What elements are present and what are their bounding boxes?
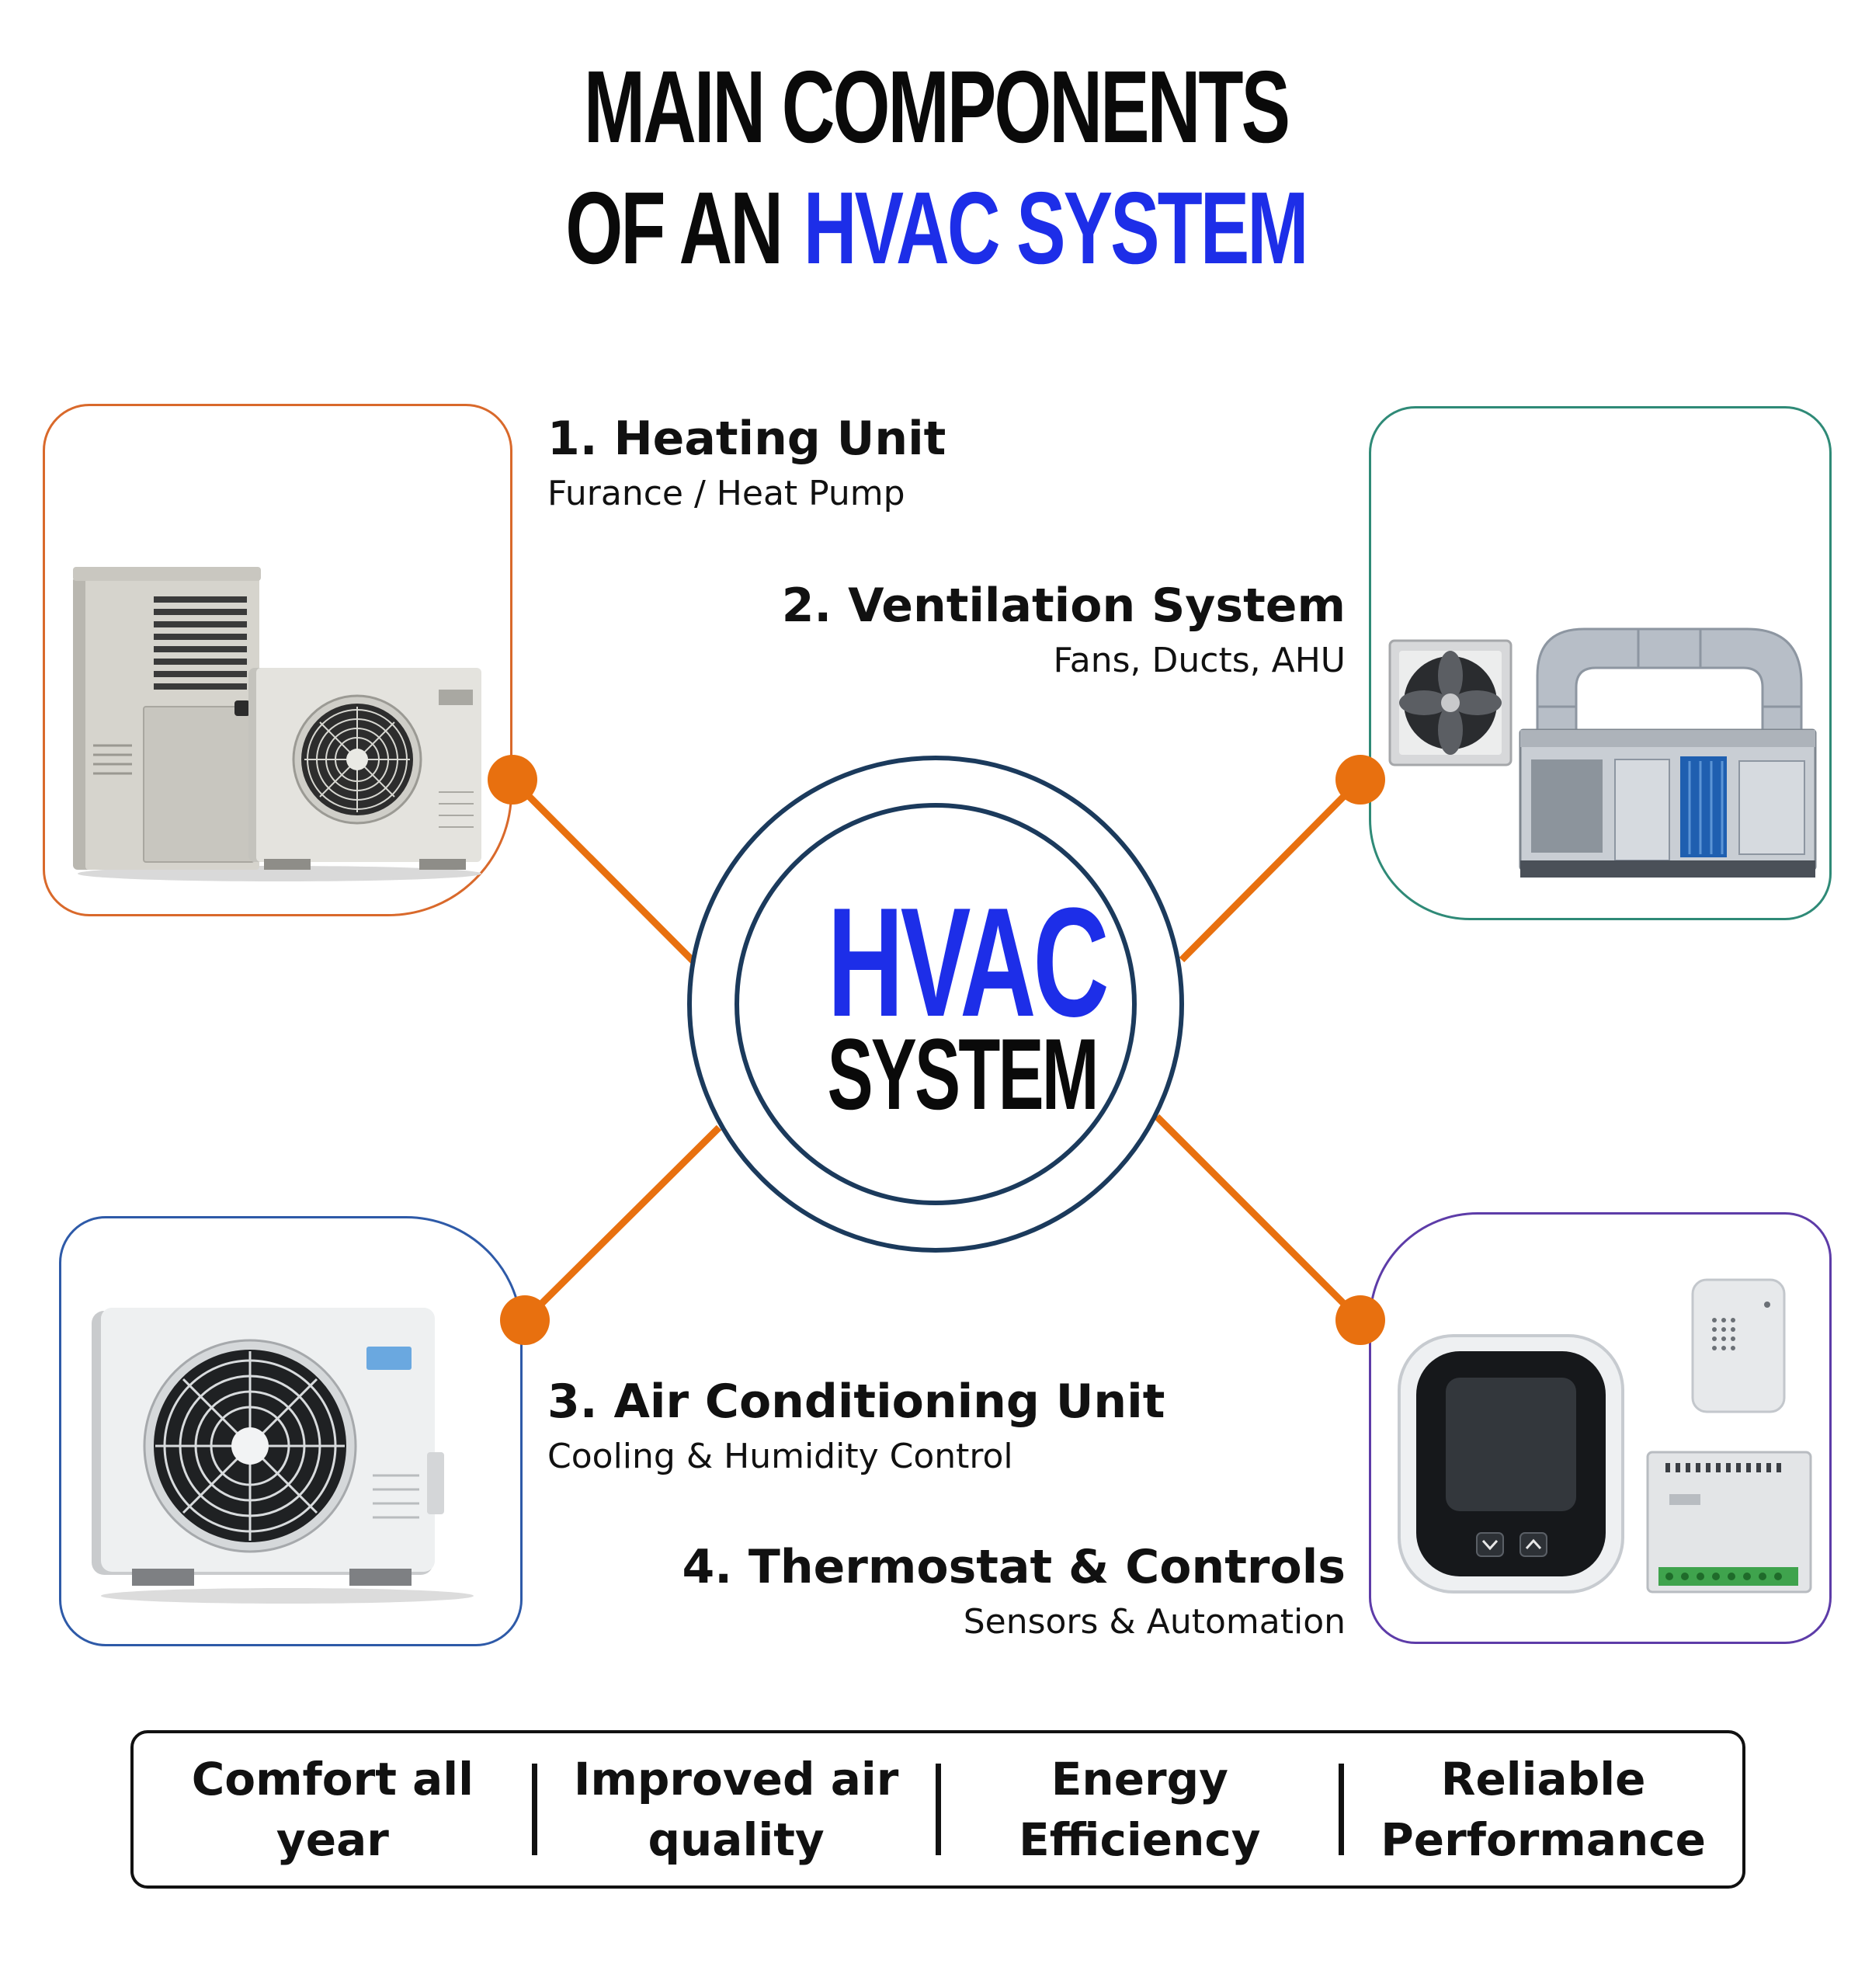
benefit-item: Reliable Performance [1381, 1753, 1706, 1866]
connector-dot-ac [500, 1295, 550, 1345]
thermostat-controls-title: 4. Thermostat & Controls [682, 1540, 1346, 1594]
furnace-heat-pump-icon [73, 567, 481, 881]
benefit-item: Energy Efficiency [1019, 1753, 1261, 1866]
air-conditioner-icon [92, 1308, 474, 1604]
title-prefix: OF AN [565, 171, 783, 285]
thermostat-controls-label: 4. Thermostat & Controls Sensors & Autom… [682, 1540, 1346, 1642]
ventilation-system-title: 2. Ventilation System [781, 579, 1346, 633]
connector-ac [522, 1124, 722, 1323]
heating-unit-title: 1. Heating Unit [547, 412, 946, 466]
benefits-bar: Comfort all year Improved air quality En… [130, 1730, 1745, 1889]
benefit-item: Improved air quality [573, 1753, 899, 1866]
heating-unit-label: 1. Heating Unit Furance / Heat Pump [547, 412, 946, 513]
connector-dot-heating [488, 755, 537, 805]
thermostat-controller-icon [1398, 1278, 1812, 1594]
benefit-divider [531, 1764, 537, 1855]
fan-duct-ahu-icon [1388, 627, 1817, 878]
connector-ventilation [1179, 777, 1363, 963]
benefit-divider [1339, 1764, 1345, 1855]
connector-thermostat [1154, 1114, 1363, 1323]
ventilation-system-label: 2. Ventilation System Fans, Ducts, AHU [782, 579, 1346, 680]
benefit-item: Comfort all year [191, 1753, 474, 1866]
thermostat-controls-subtitle: Sensors & Automation [963, 1602, 1346, 1642]
air-conditioning-subtitle: Cooling & Humidity Control [547, 1437, 1013, 1476]
title-accent: HVAC SYSTEM [803, 171, 1309, 285]
hub-inner-ring [735, 803, 1137, 1205]
page-title-line-1: MAIN COMPONENTS [583, 50, 1290, 164]
benefit-divider [935, 1764, 941, 1855]
air-conditioning-title: 3. Air Conditioning Unit [547, 1375, 1165, 1429]
connector-dot-thermostat [1335, 1295, 1385, 1345]
heating-unit-subtitle: Furance / Heat Pump [547, 474, 905, 513]
ventilation-system-subtitle: Fans, Ducts, AHU [1053, 641, 1346, 680]
connector-dot-ventilation [1335, 755, 1385, 805]
connector-heating [509, 777, 696, 964]
air-conditioning-label: 3. Air Conditioning Unit Cooling & Humid… [547, 1375, 1165, 1476]
